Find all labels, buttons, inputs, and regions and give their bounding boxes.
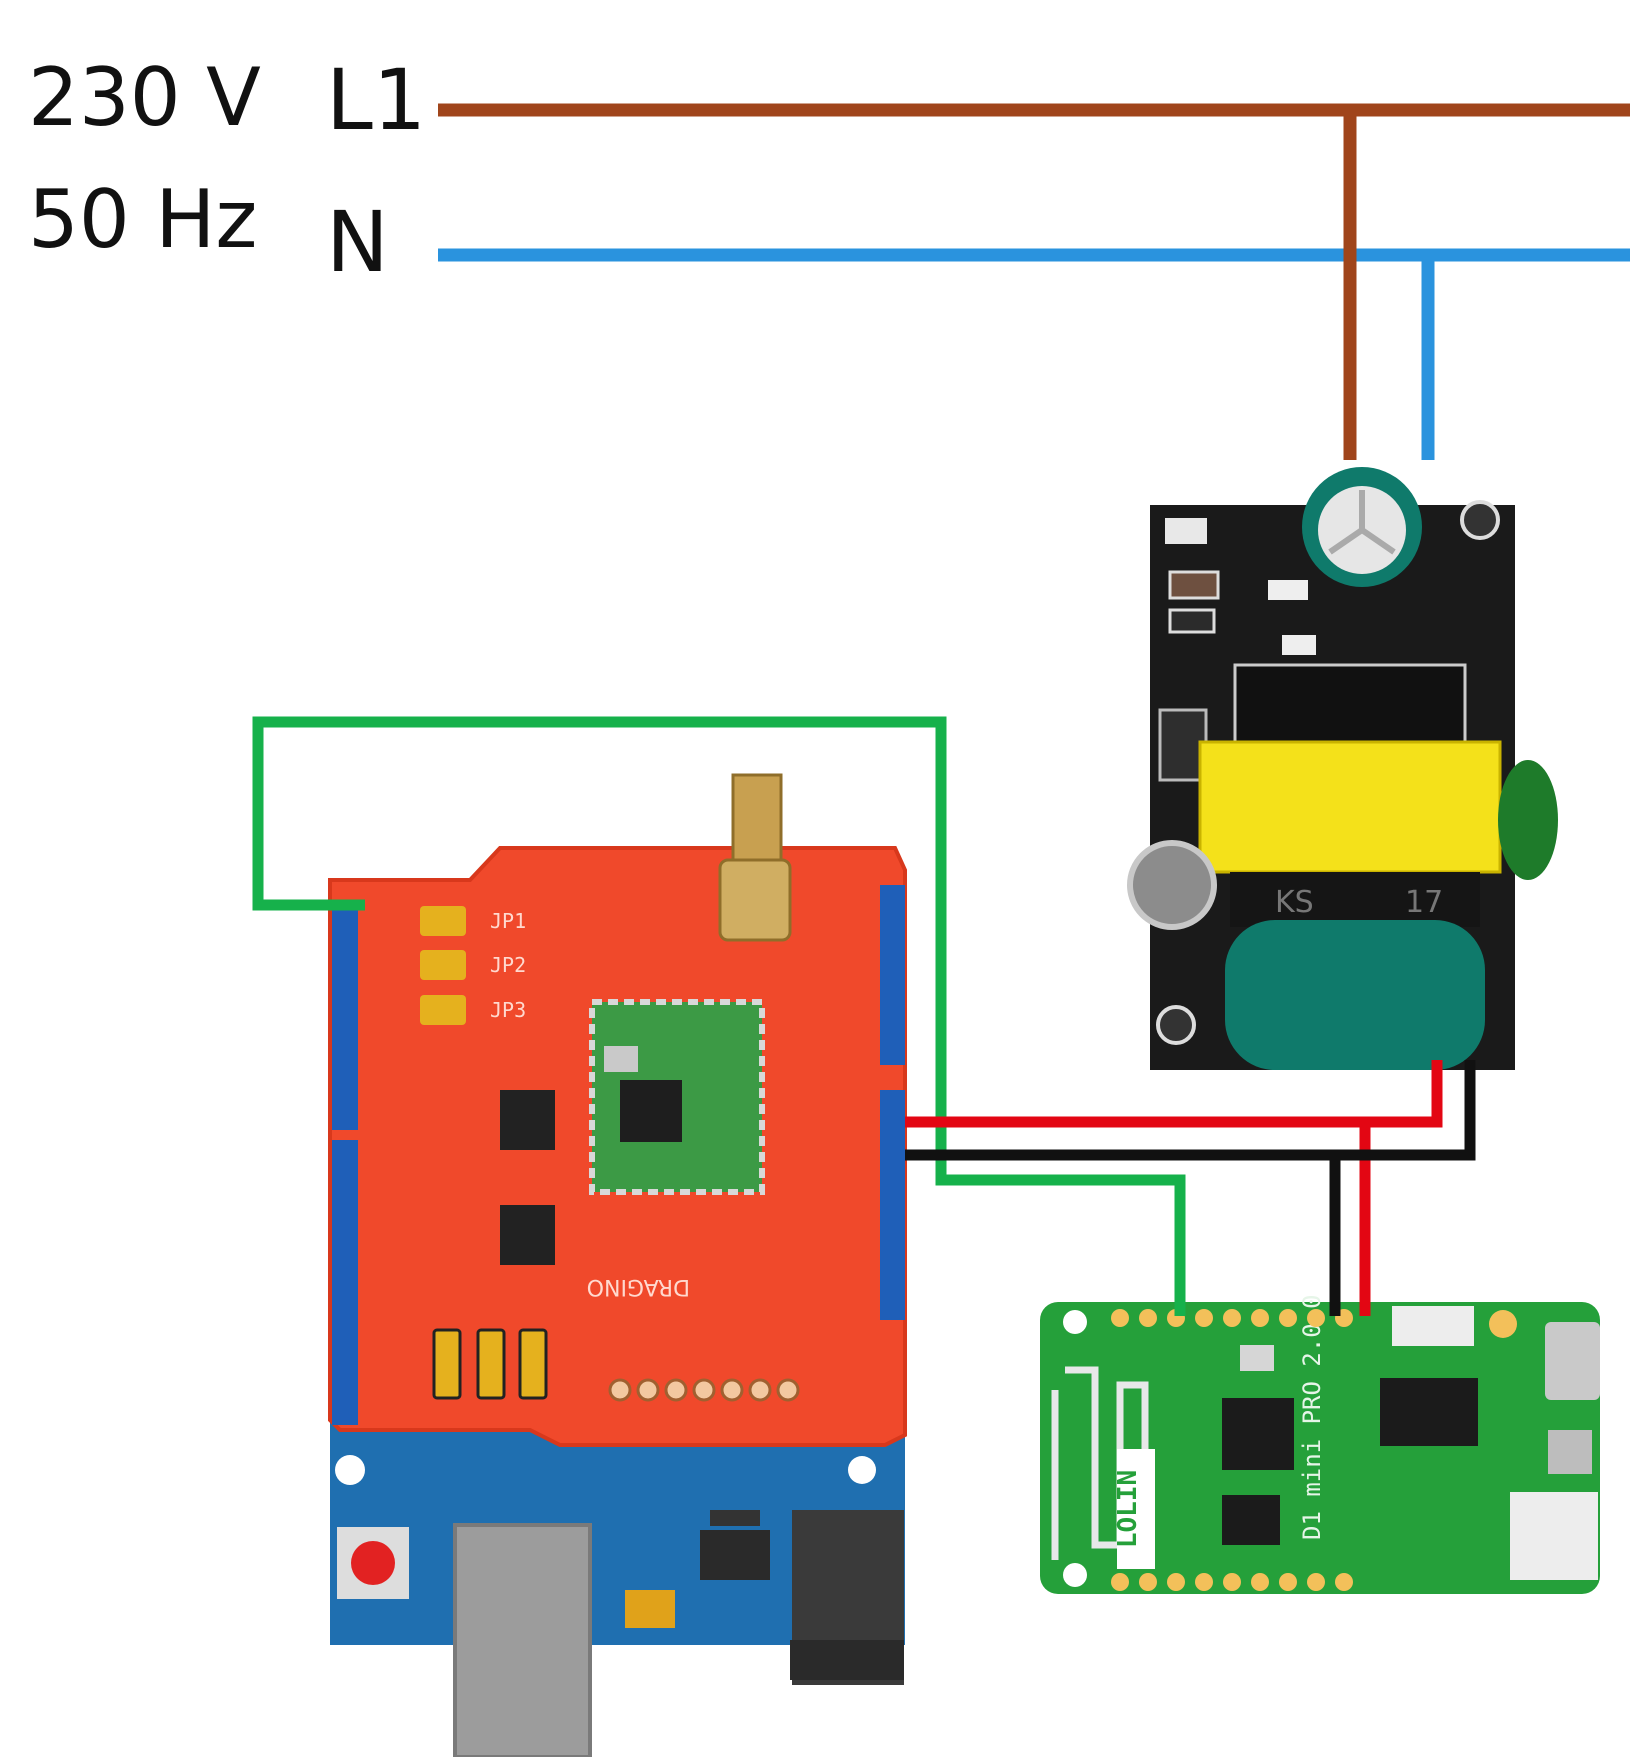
neutral-label: N <box>326 193 389 291</box>
d1-mini-pin-pad <box>1195 1573 1213 1591</box>
shield-right-header-top <box>880 885 905 1065</box>
arduino-dc-jack-lower <box>790 1640 904 1680</box>
d1-mini-pin-pad <box>1195 1309 1213 1327</box>
d1-mini-pin-pad <box>1139 1309 1157 1327</box>
d1-mini-logo-text: LOLIN <box>1113 1470 1143 1548</box>
d1-mini-pin-pad <box>1251 1573 1269 1591</box>
d1-mini-pin-pad <box>1307 1309 1325 1327</box>
shield-right-header-bottom <box>880 1090 905 1320</box>
psu-bulk-capacitor <box>1225 920 1485 1070</box>
arduino-usb-b-port <box>453 1523 592 1757</box>
jumper-label: JP1 <box>490 909 526 933</box>
d1-mini-pcb <box>1040 1302 1600 1594</box>
psu-smd-pad <box>1165 518 1207 544</box>
psu-smd-pad <box>1168 608 1216 634</box>
psu-inductor-shell <box>1233 663 1467 757</box>
psu-mark-17: 17 <box>1405 885 1443 920</box>
jumper-label: JP2 <box>490 953 526 977</box>
ground-wire-black <box>905 1060 1476 1161</box>
d1-mini-pin-pad <box>1111 1573 1129 1591</box>
shield-bottom-jumper <box>432 1328 462 1400</box>
arduino-reset-button <box>351 1541 395 1585</box>
jumper-jp3 <box>420 995 466 1025</box>
d1-mini-pin-pad <box>1223 1309 1241 1327</box>
d1-mini-mount-hole <box>1063 1563 1087 1587</box>
power-supply-module: KS 17 <box>1127 467 1558 1070</box>
d1-mini-flash-chip <box>1222 1495 1280 1545</box>
arduino-led-pad <box>710 1510 760 1526</box>
d1-mini-usb-chip <box>1380 1378 1478 1446</box>
psu-smd-pad <box>1282 635 1316 655</box>
d1-mini-i2c-connector <box>1392 1306 1474 1346</box>
psu-green-capacitor <box>1498 760 1558 880</box>
lora-radio-crystal <box>604 1046 638 1072</box>
shield-bottom-jumper <box>476 1328 506 1400</box>
supply-frequency-label: 50 Hz <box>28 173 258 266</box>
shield-pad <box>720 1378 744 1402</box>
shield-ic-u1 <box>500 1205 555 1265</box>
power-wire-red <box>905 1060 1443 1128</box>
arduino-mount-hole <box>335 1455 365 1485</box>
d1-mini-esp-chip <box>1222 1398 1294 1470</box>
d1-mini-pin-pad <box>1167 1573 1185 1591</box>
psu-cap-vent <box>1328 490 1396 555</box>
lora-shield: JP1 JP2 JP3 DRAGINO <box>328 773 907 1447</box>
shield-pad <box>636 1378 660 1402</box>
d1-mini-pin-pad <box>1335 1573 1353 1591</box>
d1-mini-pin-pad <box>1251 1309 1269 1327</box>
d1-mini-reset-button <box>1548 1430 1592 1474</box>
d1-mini-pin-pad <box>1111 1309 1129 1327</box>
supply-voltage-label: 230 V <box>28 51 261 144</box>
d1-mini-pin-pad <box>1223 1573 1241 1591</box>
shield-ic-u2 <box>500 1090 555 1150</box>
d1-mini-pin-pad <box>1279 1573 1297 1591</box>
psu-pad <box>1156 1005 1196 1045</box>
d1-mini-header-top <box>1111 1309 1353 1327</box>
arduino-mount-hole <box>848 1456 876 1484</box>
shield-bottom-jumper <box>518 1328 548 1400</box>
d1-mini-gold-pad <box>1489 1310 1517 1338</box>
d1-mini-micro-usb <box>1545 1322 1600 1400</box>
d1-mini-mount-hole <box>1063 1310 1087 1334</box>
psu-transformer-base <box>1230 872 1480 927</box>
lora-radio-chip <box>620 1080 682 1142</box>
arduino-capacitor <box>625 1590 675 1628</box>
line-label: L1 <box>326 51 427 149</box>
d1-mini-crystal <box>1240 1345 1274 1371</box>
shield-left-header-top <box>332 900 358 1130</box>
shield-pad <box>776 1378 800 1402</box>
shield-pad-row <box>608 1378 800 1402</box>
d1-mini-silkscreen: D1 mini PRO 2.0.0 <box>1298 1294 1326 1540</box>
psu-transformer <box>1198 740 1502 874</box>
d1-mini-lolin-logo <box>1117 1449 1155 1569</box>
psu-smd-pad <box>1268 580 1308 600</box>
psu-mark-ks: KS <box>1275 885 1314 920</box>
psu-small-cap <box>1127 840 1217 930</box>
psu-smd-pad <box>1168 570 1220 600</box>
jumper-label: JP3 <box>490 998 526 1022</box>
shield-pad <box>692 1378 716 1402</box>
psu-pad <box>1460 500 1500 540</box>
d1-mini-header-bottom <box>1111 1573 1353 1591</box>
shield-silkscreen: DRAGINO <box>587 1274 690 1299</box>
signal-wire-green <box>252 716 1186 1316</box>
d1-mini-board: LOLIN D1 mini PRO 2.0.0 <box>1040 1294 1600 1594</box>
arduino-regulator <box>700 1530 770 1580</box>
shield-pad <box>608 1378 632 1402</box>
shield-left-header-bottom <box>332 1140 358 1425</box>
d1-mini-pin-pad <box>1307 1573 1325 1591</box>
d1-mini-pin-pad <box>1139 1573 1157 1591</box>
jumper-jp2 <box>420 950 466 980</box>
jumper-jp1 <box>420 906 466 936</box>
shield-pad <box>748 1378 772 1402</box>
sma-connector-body <box>718 858 792 942</box>
shield-pad <box>664 1378 688 1402</box>
d1-mini-pin-pad <box>1279 1309 1297 1327</box>
d1-mini-battery-connector <box>1510 1492 1598 1580</box>
